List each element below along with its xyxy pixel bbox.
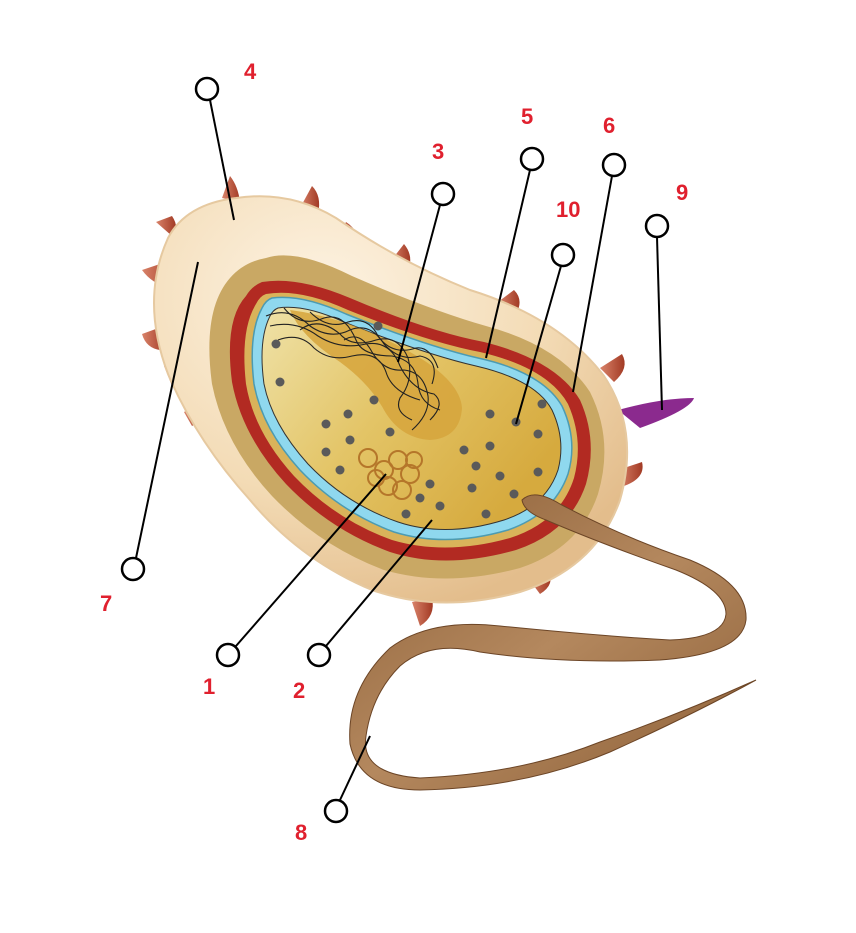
leader-line-5 — [485, 169, 531, 359]
callout-circle-9 — [644, 213, 670, 239]
leader-line-6 — [572, 175, 613, 393]
dna-strands — [265, 307, 441, 431]
label-2: 2 — [293, 678, 305, 703]
label-9: 9 — [676, 180, 688, 205]
callout-circle-1 — [215, 642, 241, 668]
callout-circle-7 — [120, 556, 146, 582]
callout-circle-10 — [550, 242, 576, 268]
label-5: 5 — [521, 104, 533, 129]
callout-circle-8 — [323, 798, 349, 824]
flagellum — [349, 494, 757, 791]
leader-line-10 — [515, 265, 562, 425]
label-7: 7 — [100, 591, 112, 616]
pilus — [412, 598, 433, 626]
callout-circle-2 — [306, 642, 332, 668]
plasmids — [358, 448, 423, 500]
number-labels: 4 3 5 6 10 9 7 1 2 8 — [100, 59, 688, 845]
callout-circle-5 — [519, 146, 545, 172]
callout-circle-4 — [194, 76, 220, 102]
label-8: 8 — [295, 820, 307, 845]
leader-line-4 — [209, 99, 235, 221]
leader-line-8 — [339, 735, 371, 801]
pilus — [222, 176, 240, 202]
label-3: 3 — [432, 139, 444, 164]
leader-line-3 — [397, 204, 441, 363]
label-1: 1 — [203, 674, 215, 699]
leader-lines — [135, 99, 663, 801]
leader-line-9 — [656, 236, 663, 411]
sex-pilus — [618, 398, 694, 428]
label-6: 6 — [603, 113, 615, 138]
leader-line-7 — [135, 261, 199, 559]
pilus — [156, 216, 176, 236]
leader-line-1 — [235, 473, 387, 647]
pilus — [600, 354, 625, 382]
callout-circle-3 — [430, 181, 456, 207]
ribosomes — [271, 321, 547, 519]
label-10: 10 — [556, 197, 580, 222]
callout-circle-6 — [601, 152, 627, 178]
leader-line-2 — [325, 519, 433, 647]
callout-circles — [120, 76, 670, 824]
label-4: 4 — [244, 59, 257, 84]
